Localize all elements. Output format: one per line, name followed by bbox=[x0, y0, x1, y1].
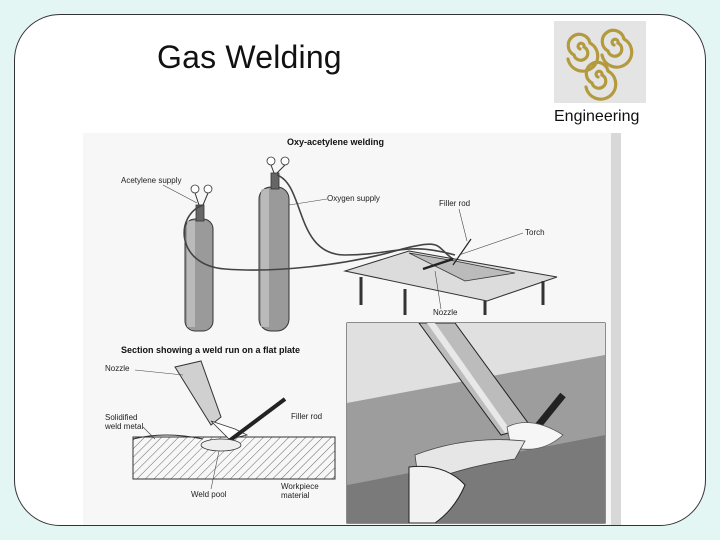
section-label-nozzle: Nozzle bbox=[105, 364, 130, 373]
section-heading: Section showing a weld run on a flat pla… bbox=[121, 345, 300, 355]
label-acetylene-supply: Acetylene supply bbox=[121, 176, 181, 185]
weld-closeup-photo bbox=[346, 322, 606, 524]
section-label-weld-metal: weld metal bbox=[104, 422, 143, 431]
label-nozzle: Nozzle bbox=[433, 308, 458, 317]
section-label-workpiece: Workpiece bbox=[281, 482, 319, 491]
label-torch: Torch bbox=[525, 228, 545, 237]
slide-title: Gas Welding bbox=[157, 39, 342, 75]
oxygen-cylinder bbox=[258, 156, 290, 332]
acetylene-cylinder bbox=[184, 184, 214, 332]
section-label-weld-pool: Weld pool bbox=[191, 490, 227, 499]
label-filler-rod: Filler rod bbox=[439, 199, 470, 208]
section-label-solidified: Solidified bbox=[105, 413, 137, 422]
slide: Gas Welding Engineering Oxy-acetylene we… bbox=[14, 14, 706, 526]
triple-spiral-logo-icon bbox=[554, 21, 646, 103]
logo-caption: Engineering bbox=[554, 108, 640, 125]
oxygen-hose bbox=[276, 174, 456, 256]
torch bbox=[422, 257, 454, 271]
welding-table bbox=[343, 250, 558, 315]
section-label-filler-rod: Filler rod bbox=[291, 412, 322, 421]
acetylene-hose bbox=[183, 204, 454, 271]
diagram-heading: Oxy-acetylene welding bbox=[287, 137, 384, 147]
page-edge bbox=[611, 133, 621, 525]
label-oxygen-supply: Oxygen supply bbox=[327, 194, 380, 203]
welding-diagram: Oxy-acetylene welding bbox=[83, 133, 621, 525]
section-drawing bbox=[132, 360, 336, 480]
filler-rod bbox=[452, 238, 472, 266]
section-label-material: material bbox=[281, 491, 310, 500]
